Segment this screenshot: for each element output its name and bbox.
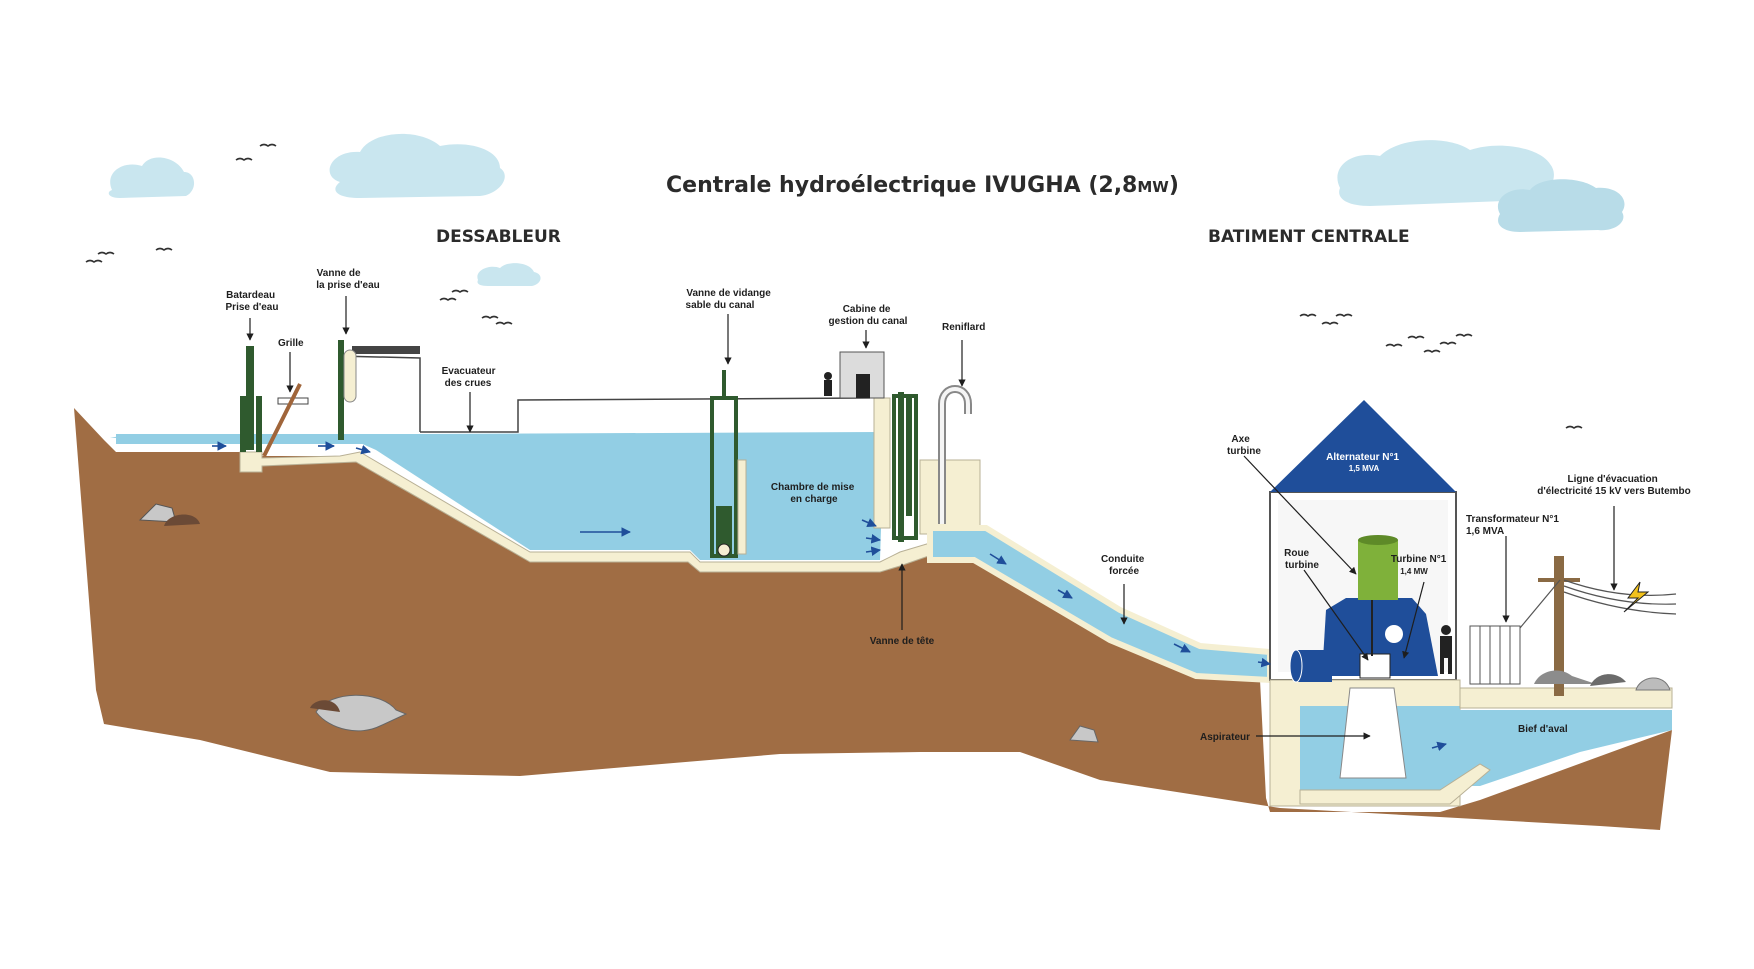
- spillway: [337, 355, 871, 433]
- rocks: [138, 503, 1671, 743]
- cloud: [1337, 140, 1554, 206]
- cloud: [108, 157, 195, 198]
- label-vanne-tete: Vanne de tête: [870, 636, 935, 647]
- label-conduite: Conduite forcée: [1101, 554, 1147, 577]
- drain-side-wall: [737, 459, 747, 555]
- chamber-wall: [873, 397, 891, 529]
- drain-gate-wheel: [717, 543, 731, 557]
- label-chambre: Chambre de mise en charge: [771, 482, 857, 505]
- label-axe-turbine: Axe turbine: [1227, 434, 1261, 457]
- rock: [1534, 670, 1596, 684]
- inlet-valve-end: [1289, 649, 1303, 683]
- flow-arrows: [212, 441, 1447, 751]
- label-turbine: Turbine N°1 1,4 MW: [1391, 554, 1449, 576]
- draft-tube: [1339, 687, 1407, 779]
- lightning-icon: [1623, 581, 1650, 613]
- section-dessableur: DESSABLEUR: [436, 227, 561, 247]
- power-pole: [1554, 556, 1564, 696]
- power-lines: [1519, 579, 1677, 629]
- label-bief: Bief d'aval: [1518, 724, 1568, 735]
- batardeau-gate: [246, 346, 254, 450]
- turbine-runner: [1359, 653, 1391, 679]
- label-transformateur: Transformateur N°1 1,6 MVA: [1466, 514, 1562, 537]
- clouds: [108, 133, 1625, 286]
- tailrace-floor: [1299, 763, 1491, 805]
- label-cabine: Cabine de gestion du canal: [829, 304, 908, 327]
- cloud: [477, 263, 541, 286]
- rock: [315, 694, 408, 732]
- intake-gate: [338, 340, 344, 440]
- intake-water: [110, 432, 884, 560]
- label-aspirateur: Aspirateur: [1200, 732, 1250, 743]
- head-gate: [898, 392, 904, 542]
- rock: [1635, 677, 1671, 691]
- pole-crossarm: [1538, 578, 1580, 582]
- turbine-window: [1385, 625, 1403, 643]
- alternator-top: [1358, 535, 1398, 545]
- cloud: [1497, 179, 1625, 232]
- spillway-grate: [352, 346, 420, 354]
- inlet-valve: [1296, 650, 1332, 682]
- label-batardeau: Batardeau Prise d'eau: [226, 290, 279, 313]
- reniflard-pipe-inner: [940, 387, 970, 524]
- cabin-door: [856, 374, 870, 398]
- label-reniflard: Reniflard: [942, 322, 985, 333]
- batardeau-post-b: [256, 396, 262, 452]
- operator-left: [824, 372, 832, 396]
- outlet-ledge: [1459, 687, 1673, 709]
- head-gate-frame: [892, 394, 918, 540]
- drain-gate: [716, 506, 732, 554]
- label-roue-turbine: Roue turbine: [1284, 548, 1319, 571]
- page-title: Centrale hydroélectrique IVUGHA (2,8MW): [666, 173, 1179, 198]
- head-gate-b: [906, 396, 912, 516]
- label-grille: Grille: [278, 338, 304, 349]
- rock: [310, 700, 340, 712]
- pointers: [246, 296, 1618, 740]
- cloud: [329, 133, 505, 198]
- power-house: [1269, 400, 1461, 807]
- label-ligne: Ligne d'évacuation d'électricité 15 kV v…: [1537, 474, 1691, 497]
- chamber-block-top: [919, 459, 981, 535]
- batardeau-post-a: [240, 396, 246, 452]
- grille: [262, 383, 302, 457]
- rock: [164, 514, 200, 526]
- house-roof: [1270, 400, 1456, 492]
- intake-water-top: [116, 434, 876, 444]
- rock: [138, 503, 177, 523]
- label-evacuateur: Evacuateur des crues: [442, 366, 499, 389]
- label-vanne-prise: Vanne de la prise d'eau: [316, 268, 380, 291]
- rock: [1069, 725, 1099, 743]
- gates: [240, 340, 918, 558]
- birds: [85, 143, 1583, 429]
- label-alternateur: Alternateur N°1 1,5 MVA: [1326, 452, 1402, 473]
- tailrace-water: [1406, 710, 1672, 786]
- drain-stem: [722, 370, 726, 400]
- intake-gate-frame: [343, 349, 357, 403]
- transformer: [1469, 625, 1521, 685]
- rock: [1590, 674, 1626, 686]
- alternator: [1358, 540, 1398, 600]
- operator-right: [1440, 625, 1452, 674]
- section-batiment: BATIMENT CENTRALE: [1208, 227, 1410, 247]
- ground: [74, 408, 1672, 830]
- label-vanne-vidange: Vanne de vidange sable du canal: [686, 288, 774, 311]
